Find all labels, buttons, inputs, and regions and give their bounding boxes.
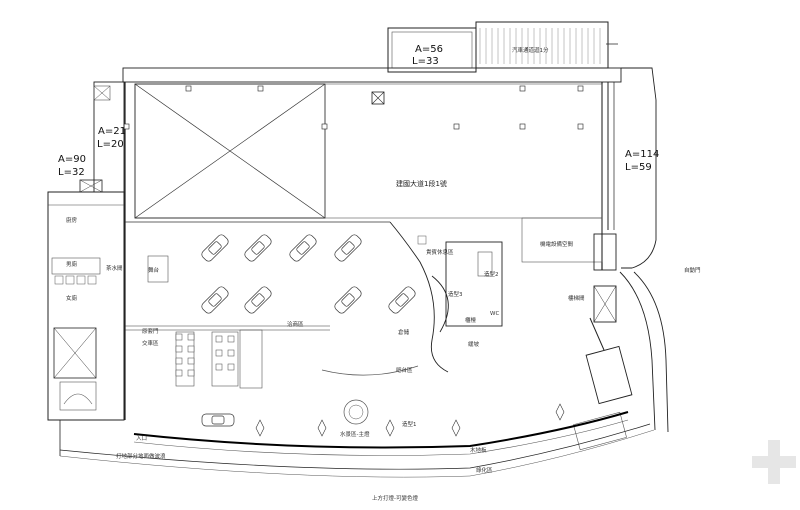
left-annex: A=21 L=20	[79, 81, 126, 193]
shape3-label: 造型3	[448, 290, 463, 298]
showroom-floor: 舞台	[125, 221, 390, 327]
fountain-icon	[343, 399, 369, 425]
stair-room-label: 樓梯間	[568, 294, 585, 302]
mech-room: 機電設備空間 樓梯間	[521, 217, 617, 323]
car-icons	[201, 234, 416, 427]
exchange-area: 原套門 交車區 洽商區	[125, 320, 330, 389]
length-label-top: L=33	[412, 56, 439, 67]
wc-label: WC	[490, 311, 499, 317]
partial-seating-label: 打地部分地面做波浪	[116, 452, 166, 460]
area-label-a114: A=114	[625, 149, 659, 160]
stage-label: 舞台	[148, 266, 160, 274]
bar-label: 吧台區	[396, 366, 413, 374]
garden-label: 綠化區	[476, 466, 493, 474]
area-label-a90: A=90	[58, 154, 86, 165]
mens-wc-label: 男廁	[66, 260, 78, 268]
main-hall: 建國大道1段1號	[123, 83, 603, 219]
main-hall-address: 建國大道1段1號	[396, 179, 447, 188]
shape2-label: 造型2	[484, 270, 499, 278]
ramp-label: 緩坡	[468, 340, 480, 348]
waterscape-label: 水景區-主燈	[340, 430, 370, 438]
building-outline	[122, 67, 657, 420]
tea-area-label: 茶水間	[106, 264, 123, 272]
pathway-label: 木地板	[470, 446, 487, 454]
reception-label: 洽商區	[287, 320, 304, 328]
top-lights-label: 上方打燈-可變色燈	[372, 494, 418, 502]
gate-label: 自動門	[684, 266, 701, 274]
lounge-door-label: 原套門	[142, 327, 159, 335]
wc-block: 造型2 WC 櫃檯	[445, 241, 503, 327]
center-curve: 造型3 貴賓休息區 倉儲	[389, 221, 463, 373]
vip-lounge-label: 貴賓休息區	[426, 248, 454, 256]
area-label-top: A=56	[415, 44, 443, 55]
top-ramp: A=56 L=33 汽車通道迴1分	[387, 21, 618, 73]
mech-room-label: 機電設備空間	[540, 240, 574, 248]
void-block	[134, 83, 326, 219]
exchange-area-label: 交車區	[142, 339, 159, 347]
entrance-label: 入口	[136, 435, 147, 442]
storage-label: 倉儲	[398, 328, 410, 336]
length-label-l20: L=20	[97, 139, 124, 150]
shape1-label: 造型1	[402, 420, 417, 428]
length-label-l59: L=59	[625, 162, 652, 173]
lamp-icons	[255, 403, 565, 437]
right-facade: 自動門	[573, 266, 701, 451]
bar-area: 吧台區 緩坡 水景區-主燈 造型1	[321, 340, 480, 438]
womens-wc-label: 女廁	[66, 294, 78, 302]
ramp-label-top: 汽車通道迴1分	[512, 46, 549, 54]
reception-counter-label: 櫃檯	[465, 316, 477, 324]
length-label-l32: L=32	[58, 167, 85, 178]
watermark-cross-icon	[752, 440, 796, 484]
front-facade: 打地部分地面做波浪 木地板 綠化區 上方打燈-可變色燈 入口	[59, 411, 655, 502]
sofa-icon	[147, 255, 169, 283]
kitchen-label: 廚房	[66, 216, 78, 224]
area-label-a21: A=21	[98, 126, 126, 137]
left-service-block: 廚房 男廁 女廁 茶水間	[47, 191, 125, 421]
